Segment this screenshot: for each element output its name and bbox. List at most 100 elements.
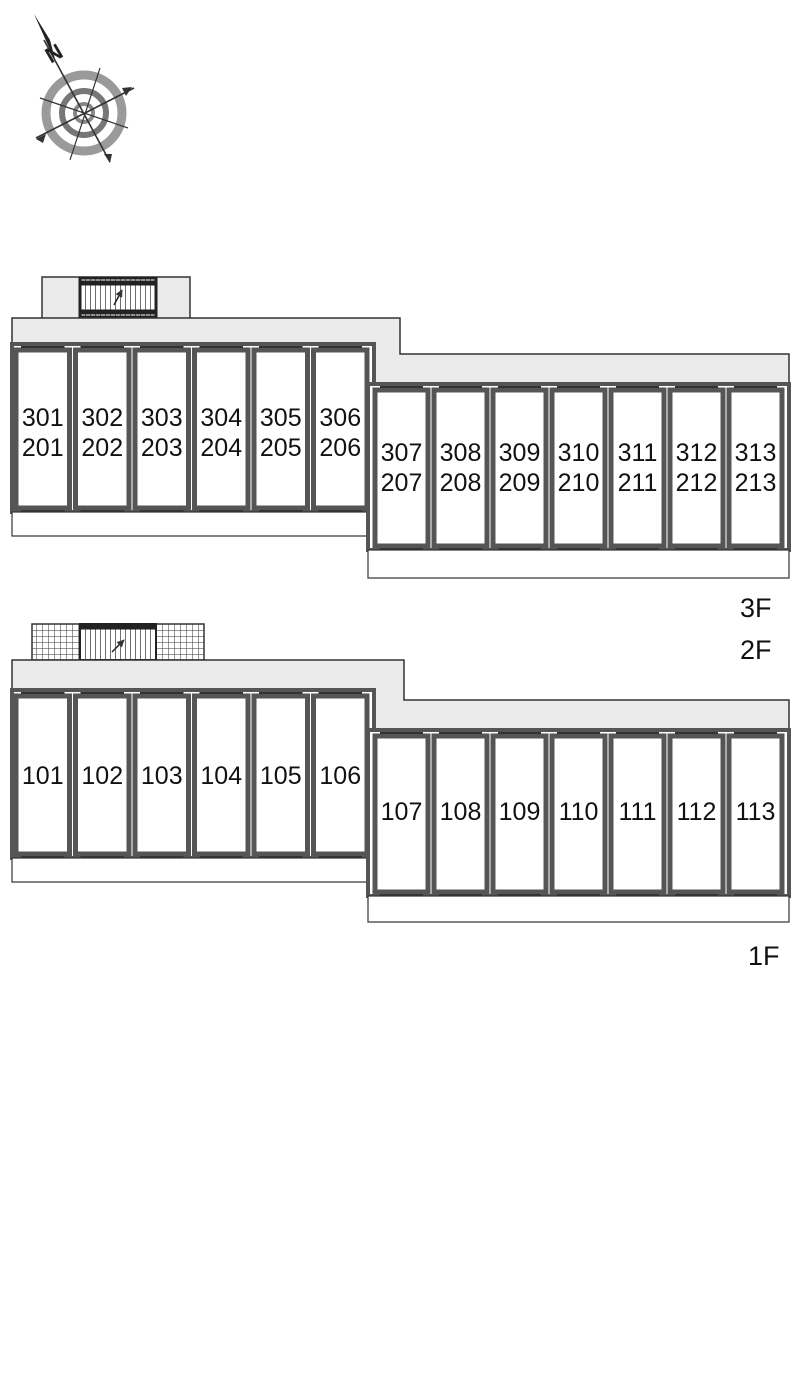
unit-outline: [549, 733, 608, 895]
unit-number: 305: [260, 404, 302, 432]
floor-label-2f: 2F: [740, 635, 772, 665]
unit-outline: [431, 387, 490, 549]
unit-number: 309: [499, 439, 541, 467]
unit-number: 213: [735, 469, 777, 497]
unit-room: 110: [549, 732, 608, 896]
unit-number: 301: [22, 404, 64, 432]
unit-room: 106: [311, 692, 370, 858]
unit-outline: [73, 693, 132, 857]
unit-outline: [311, 693, 370, 857]
west-balcony: [11, 857, 375, 883]
unit-outline: [311, 347, 370, 511]
unit-outline: [372, 387, 431, 549]
north-label: N: [41, 39, 67, 69]
unit-number: 202: [81, 434, 123, 462]
unit-number: 208: [440, 469, 482, 497]
unit-number: 304: [200, 404, 242, 432]
unit-room: 107: [372, 732, 431, 896]
unit-number: 303: [141, 404, 183, 432]
floor-label-3f: 3F: [740, 593, 772, 623]
unit-number: 302: [81, 404, 123, 432]
unit-room: 111: [608, 732, 667, 896]
unit-outline: [490, 387, 549, 549]
unit-number: 308: [440, 439, 482, 467]
unit-number: 205: [260, 434, 302, 462]
unit-number: 209: [499, 469, 541, 497]
unit-room: 109: [490, 732, 549, 896]
unit-number: 212: [676, 469, 718, 497]
lower-floor-plan: 101 102 103 104 105 106 107 108 109 110 111 112 113…: [10, 623, 791, 971]
unit-outline: [726, 387, 785, 549]
unit-number: 111: [618, 798, 656, 826]
unit-outline: [13, 347, 72, 511]
unit-number: 113: [736, 798, 776, 826]
unit-outline: [667, 387, 726, 549]
unit-number: 105: [260, 762, 302, 790]
unit-number: 201: [22, 434, 64, 462]
unit-outline: [549, 387, 608, 549]
compass-icon: N: [34, 14, 135, 163]
unit-room: 112: [667, 732, 726, 896]
unit-room: 105: [251, 692, 310, 858]
unit-number: 306: [319, 404, 361, 432]
east-balcony: [367, 549, 790, 579]
unit-number: 204: [200, 434, 242, 462]
unit-room: 101: [13, 692, 72, 858]
unit-outline: [132, 347, 191, 511]
unit-number: 206: [319, 434, 361, 462]
unit-room: 104: [192, 692, 251, 858]
stair-arrow-icon: [113, 289, 123, 306]
unit-number: 307: [381, 439, 423, 467]
unit-number: 107: [381, 798, 423, 826]
unit-number: 203: [141, 434, 183, 462]
unit-room: 108: [431, 732, 490, 896]
unit-number: 313: [735, 439, 777, 467]
east-balcony: [367, 895, 790, 923]
unit-outline: [608, 733, 667, 895]
unit-outline: [192, 693, 251, 857]
floor-label-1f: 1F: [748, 941, 780, 971]
unit-outline: [251, 693, 310, 857]
unit-outline: [726, 733, 785, 895]
unit-number: 102: [81, 762, 123, 790]
unit-number: 311: [618, 439, 658, 467]
unit-outline: [132, 693, 191, 857]
unit-number: 103: [141, 762, 183, 790]
unit-number: 211: [618, 469, 658, 497]
unit-number: 109: [499, 798, 541, 826]
unit-room: 103: [132, 692, 191, 858]
unit-number: 110: [559, 798, 599, 826]
unit-outline: [192, 347, 251, 511]
unit-number: 101: [22, 762, 64, 790]
unit-number: 112: [677, 798, 717, 826]
unit-number: 108: [440, 798, 482, 826]
unit-room: 113: [726, 732, 785, 896]
unit-outline: [431, 733, 490, 895]
unit-room: 102: [73, 692, 132, 858]
unit-number: 207: [381, 469, 423, 497]
unit-outline: [372, 733, 431, 895]
unit-outline: [13, 693, 72, 857]
unit-outline: [251, 347, 310, 511]
unit-outline: [490, 733, 549, 895]
unit-number: 106: [319, 762, 361, 790]
unit-outline: [608, 387, 667, 549]
unit-number: 210: [558, 469, 600, 497]
west-balcony: [11, 511, 375, 537]
unit-outline: [667, 733, 726, 895]
